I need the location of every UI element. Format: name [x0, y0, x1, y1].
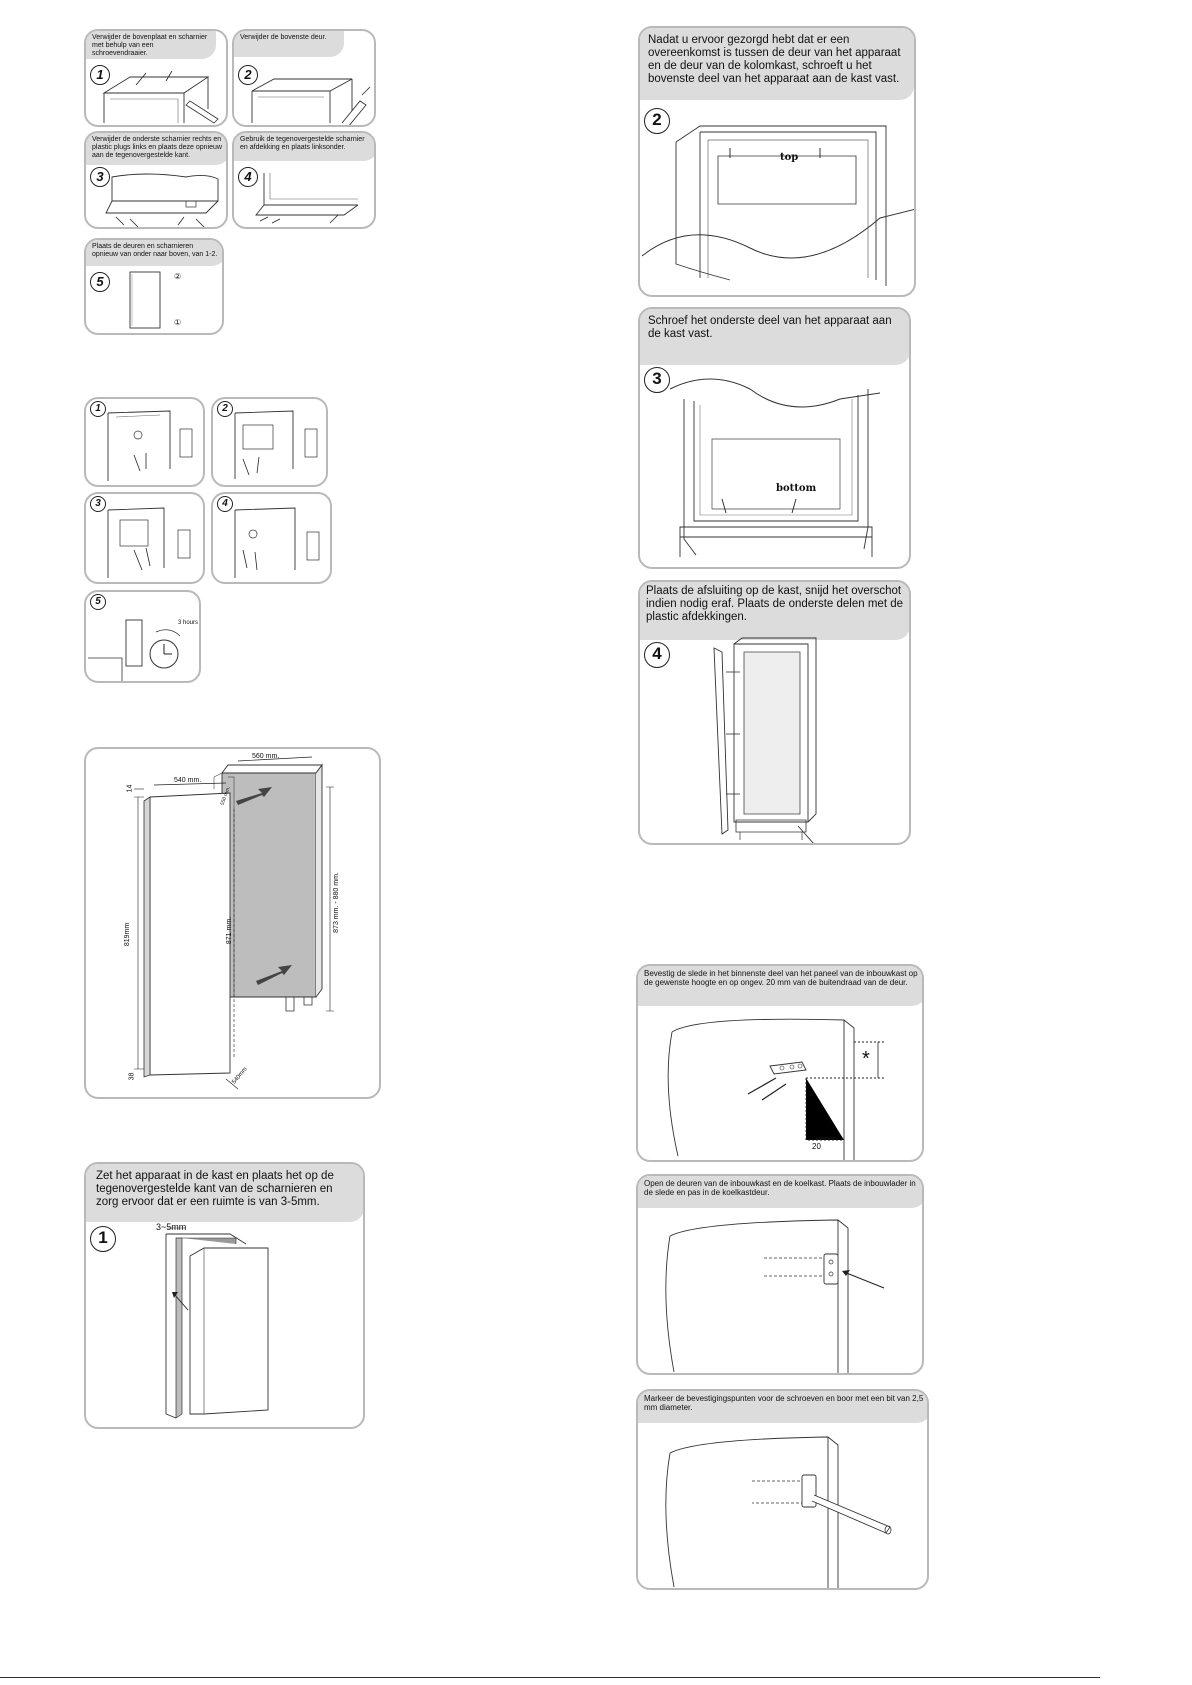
footer-rule: [0, 1677, 1100, 1678]
door-reversal-step-1: Verwijder de bovenplaat en scharnier met…: [84, 29, 228, 127]
door-fixing-mark: Markeer de bevestigingspunten voor de sc…: [636, 1389, 929, 1590]
bottom-label: bottom: [776, 483, 817, 494]
drill-holes-illustration: [665, 1436, 892, 1588]
dimensions-panel: 560 mm. 550 mm. 540 mm. 14 819mm 871 mm.…: [84, 747, 381, 1099]
door-fixing-slide: Bevestig de slede in het binnenste deel …: [636, 964, 924, 1162]
install-step-3: Schroef het onderste deel van het appara…: [638, 307, 911, 569]
distance-label: 20: [812, 1142, 821, 1151]
step-number: 1: [90, 1226, 116, 1252]
handle-step-4: 4: [211, 492, 332, 584]
handle-step-4-illustration: [234, 507, 320, 578]
clock-label: 3 hours: [178, 620, 199, 626]
step-number: 3: [90, 167, 110, 187]
install-step-4: Plaats de afsluiting op de kast, snijd h…: [638, 580, 911, 845]
step-caption: Zet het apparaat in de kast en plaats he…: [86, 1164, 363, 1222]
door-reversal-step-5: Plaats de deuren en scharnieren opnieuw …: [84, 238, 224, 335]
step-number: 5: [90, 594, 106, 610]
door-height-label: 819mm: [124, 922, 132, 947]
insert-bracket-illustration: [665, 1219, 885, 1373]
step-number: 4: [644, 642, 670, 668]
handle-step-1: 1: [84, 397, 205, 487]
step-number: 5: [90, 272, 110, 292]
bottom-gap-label: 38: [128, 1072, 136, 1081]
top-label: top: [780, 152, 799, 163]
remove-upper-door-illustration: [251, 78, 371, 125]
step-caption: Verwijder de bovenste deur.: [234, 31, 344, 57]
screw-bottom-illustration: [669, 378, 881, 557]
step-caption: Markeer de bevestigingspunten voor de sc…: [638, 1391, 927, 1423]
refit-doors-illustration: [129, 271, 161, 329]
width-cabinet-label: 560 mm.: [252, 753, 280, 760]
step-caption: Verwijder de bovenplaat en scharnier met…: [86, 31, 216, 59]
step-number: 2: [238, 65, 258, 85]
step-number: 4: [238, 167, 258, 187]
step-number: 3: [90, 496, 106, 512]
remove-top-plate-illustration: [102, 70, 219, 124]
handle-step-5: 5 3 hours: [84, 590, 201, 683]
top-gap-label: 14: [126, 784, 134, 793]
cover-strips-illustration: [713, 637, 817, 843]
step-caption: Plaats de deuren en scharnieren opnieuw …: [86, 240, 222, 266]
handle-step-2: 2: [211, 397, 328, 487]
install-step-2: Nadat u ervoor gezorgd hebt dat er een o…: [638, 26, 916, 297]
step-number: 3: [644, 367, 670, 393]
step-number: 1: [90, 65, 110, 85]
step-caption: Bevestig de slede in het binnenste deel …: [638, 966, 922, 1006]
step-caption: Gebruik de tegenovergestelde scharnier e…: [234, 133, 374, 161]
step-caption: Nadat u ervoor gezorgd hebt dat er een o…: [640, 28, 914, 100]
step-caption: Plaats de afsluiting op de kast, snijd h…: [640, 582, 909, 640]
door-reversal-step-3: Verwijder de onderste scharnier rechts e…: [84, 131, 228, 229]
attach-slide-illustration: [667, 1018, 884, 1160]
door-reversal-step-2: Verwijder de bovenste deur. 2: [232, 29, 376, 127]
swap-bottom-hinge-illustration: [105, 173, 219, 227]
step-caption: Open de deuren van de inbouwkast en de k…: [638, 1176, 922, 1208]
inner-height-label: 871 mm.: [226, 916, 234, 945]
screw-top-illustration: [641, 125, 914, 286]
install-step-1: Zet het apparaat in de kast en plaats he…: [84, 1162, 365, 1429]
width-door-label: 540 mm.: [174, 777, 202, 784]
door-fixing-open: Open de deuren van de inbouwkast en de k…: [636, 1174, 924, 1375]
door-reversal-step-4: Gebruik de tegenovergestelde scharnier e…: [232, 131, 376, 229]
gap-label: 3~5mm: [156, 1222, 187, 1232]
step-caption: Schroef het onderste deel van het appara…: [640, 309, 909, 365]
clock-icon: [155, 629, 181, 637]
step-caption: Verwijder de onderste scharnier rechts e…: [86, 133, 226, 165]
handle-step-2-illustration: [234, 410, 318, 479]
handle-step-1-illustration: [107, 410, 193, 481]
fit-hinge-bottom-left-illustration: [255, 173, 359, 224]
marker-1: ①: [174, 318, 182, 327]
step-number: 2: [217, 401, 233, 417]
handle-step-3-illustration: [107, 507, 191, 578]
step-number: 2: [644, 108, 670, 134]
marker-2: ②: [174, 272, 182, 281]
cabinet-height-label: 873 mm. - 880 mm.: [332, 872, 340, 933]
place-appliance-in-cabinet-illustration: [165, 1227, 269, 1419]
handle-step-5-illustration: [88, 619, 181, 681]
star-label: *: [862, 1048, 870, 1070]
handle-step-3: 3: [84, 492, 205, 584]
niche-dimensions-illustration: [134, 756, 334, 1090]
step-number: 4: [217, 496, 233, 512]
step-number: 1: [90, 401, 106, 417]
